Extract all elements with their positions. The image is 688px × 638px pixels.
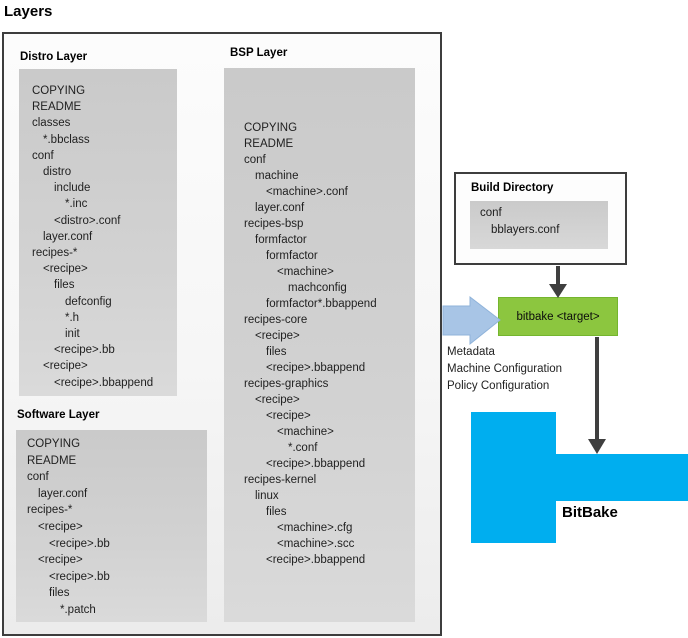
tree-item: recipes-graphics [244,378,329,390]
tree-item: <recipe>.bb [49,537,110,550]
tree-item: files [266,346,287,358]
build-directory-tree: conf bblayers.conf [470,201,608,249]
tree-item: recipes-bsp [244,218,304,230]
tree-item: COPYING [32,85,86,97]
build-directory-box: Build Directory conf bblayers.conf [454,172,627,265]
tree-item: <recipe> [266,410,311,422]
software-layer-box: COPYING README conf layer.conf recipes-* <rec… [16,430,207,622]
tree-item: linux [255,490,279,502]
tree-item: README [32,101,82,114]
tree-item: machconfig [288,282,347,294]
tree-item: *.patch [60,603,96,616]
tree-item: *.bbclass [43,133,90,146]
tree-item: <recipe>.bbappend [54,376,154,389]
tree-item: layer.conf [255,202,305,214]
tree-item: <recipe> [43,263,88,276]
tree-item: classes [32,117,71,130]
tree-item: defconfig [65,295,112,308]
inputs-note: Metadata Machine Configuration Policy Co… [447,344,562,394]
tree-item: init [65,328,80,341]
bitbake-label: BitBake [562,504,618,521]
distro-layer-header: Distro Layer [20,51,88,63]
inputs-note-line: Machine Configuration [447,362,563,375]
tree-item: README [27,454,77,467]
tree-item: conf [244,154,266,166]
tree-item: <machine>.cfg [277,522,353,534]
tree-item: recipes-core [244,314,308,326]
tree-item: recipes-kernel [244,474,317,486]
arrow-layers-to-target [442,295,501,346]
page-title: Layers [4,3,53,20]
tree-item: layer.conf [43,230,93,243]
arrow-build-to-target [549,266,567,298]
build-directory-header: Build Directory [471,182,554,194]
tree-item: formfactor*.bbappend [266,298,377,310]
bsp-layer-box: COPYING README conf machine <machine>.conf la… [224,68,415,622]
tree-item: <recipe> [255,394,300,406]
tree-item: <recipe> [38,554,83,567]
tree-item: *.conf [288,442,318,454]
tree-item: <recipe>.bbappend [266,362,366,374]
bitbake-shape-vertical [471,412,556,543]
tree-item: <recipe> [38,520,83,533]
tree-item: *.h [65,311,80,324]
tree-item: include [54,182,91,195]
tree-item: <recipe> [255,330,300,342]
software-layer-header: Software Layer [17,409,100,421]
tree-item: formfactor [266,250,318,262]
tree-item: <recipe>.bbappend [266,458,366,470]
tree-item: conf [480,207,502,219]
distro-layer-box: COPYING README classes *.bbclass conf distro i… [19,69,177,396]
bitbake-shape-horizontal [556,454,688,501]
tree-item: <machine>.scc [277,538,355,550]
tree-item: machine [255,170,299,182]
tree-item: distro [43,166,72,179]
tree-item: formfactor [255,234,307,246]
layers-container: Distro Layer COPYING README classes *.bbcla… [2,32,442,636]
arrow-target-to-bitbake [588,337,606,454]
tree-item: <machine> [277,426,334,438]
bsp-layer-header: BSP Layer [230,47,288,59]
tree-item: README [244,138,294,150]
tree-item: files [266,506,287,518]
tree-item: <recipe> [43,360,88,373]
tree-item: recipes-* [32,247,78,260]
bitbake-target-label: bitbake <target> [516,310,600,323]
tree-item: files [49,587,70,600]
tree-item: conf [32,149,54,162]
tree-item: <machine>.conf [266,186,348,198]
bitbake-target-box: bitbake <target> [498,297,618,336]
tree-item: COPYING [27,438,81,450]
tree-item: bblayers.conf [491,224,560,236]
tree-item: *.inc [65,198,88,211]
tree-item: conf [27,471,49,484]
inputs-note-line: Policy Configuration [447,379,550,392]
tree-item: <recipe>.bbappend [266,554,366,566]
tree-item: recipes-* [27,504,73,517]
tree-item: layer.conf [38,487,88,500]
tree-item: COPYING [244,122,298,134]
tree-item: <recipe>.bb [49,570,110,583]
tree-item: <distro>.conf [54,214,121,227]
tree-item: files [54,279,75,292]
inputs-note-line: Metadata [447,346,495,358]
tree-item: <machine> [277,266,334,278]
tree-item: <recipe>.bb [54,344,115,357]
